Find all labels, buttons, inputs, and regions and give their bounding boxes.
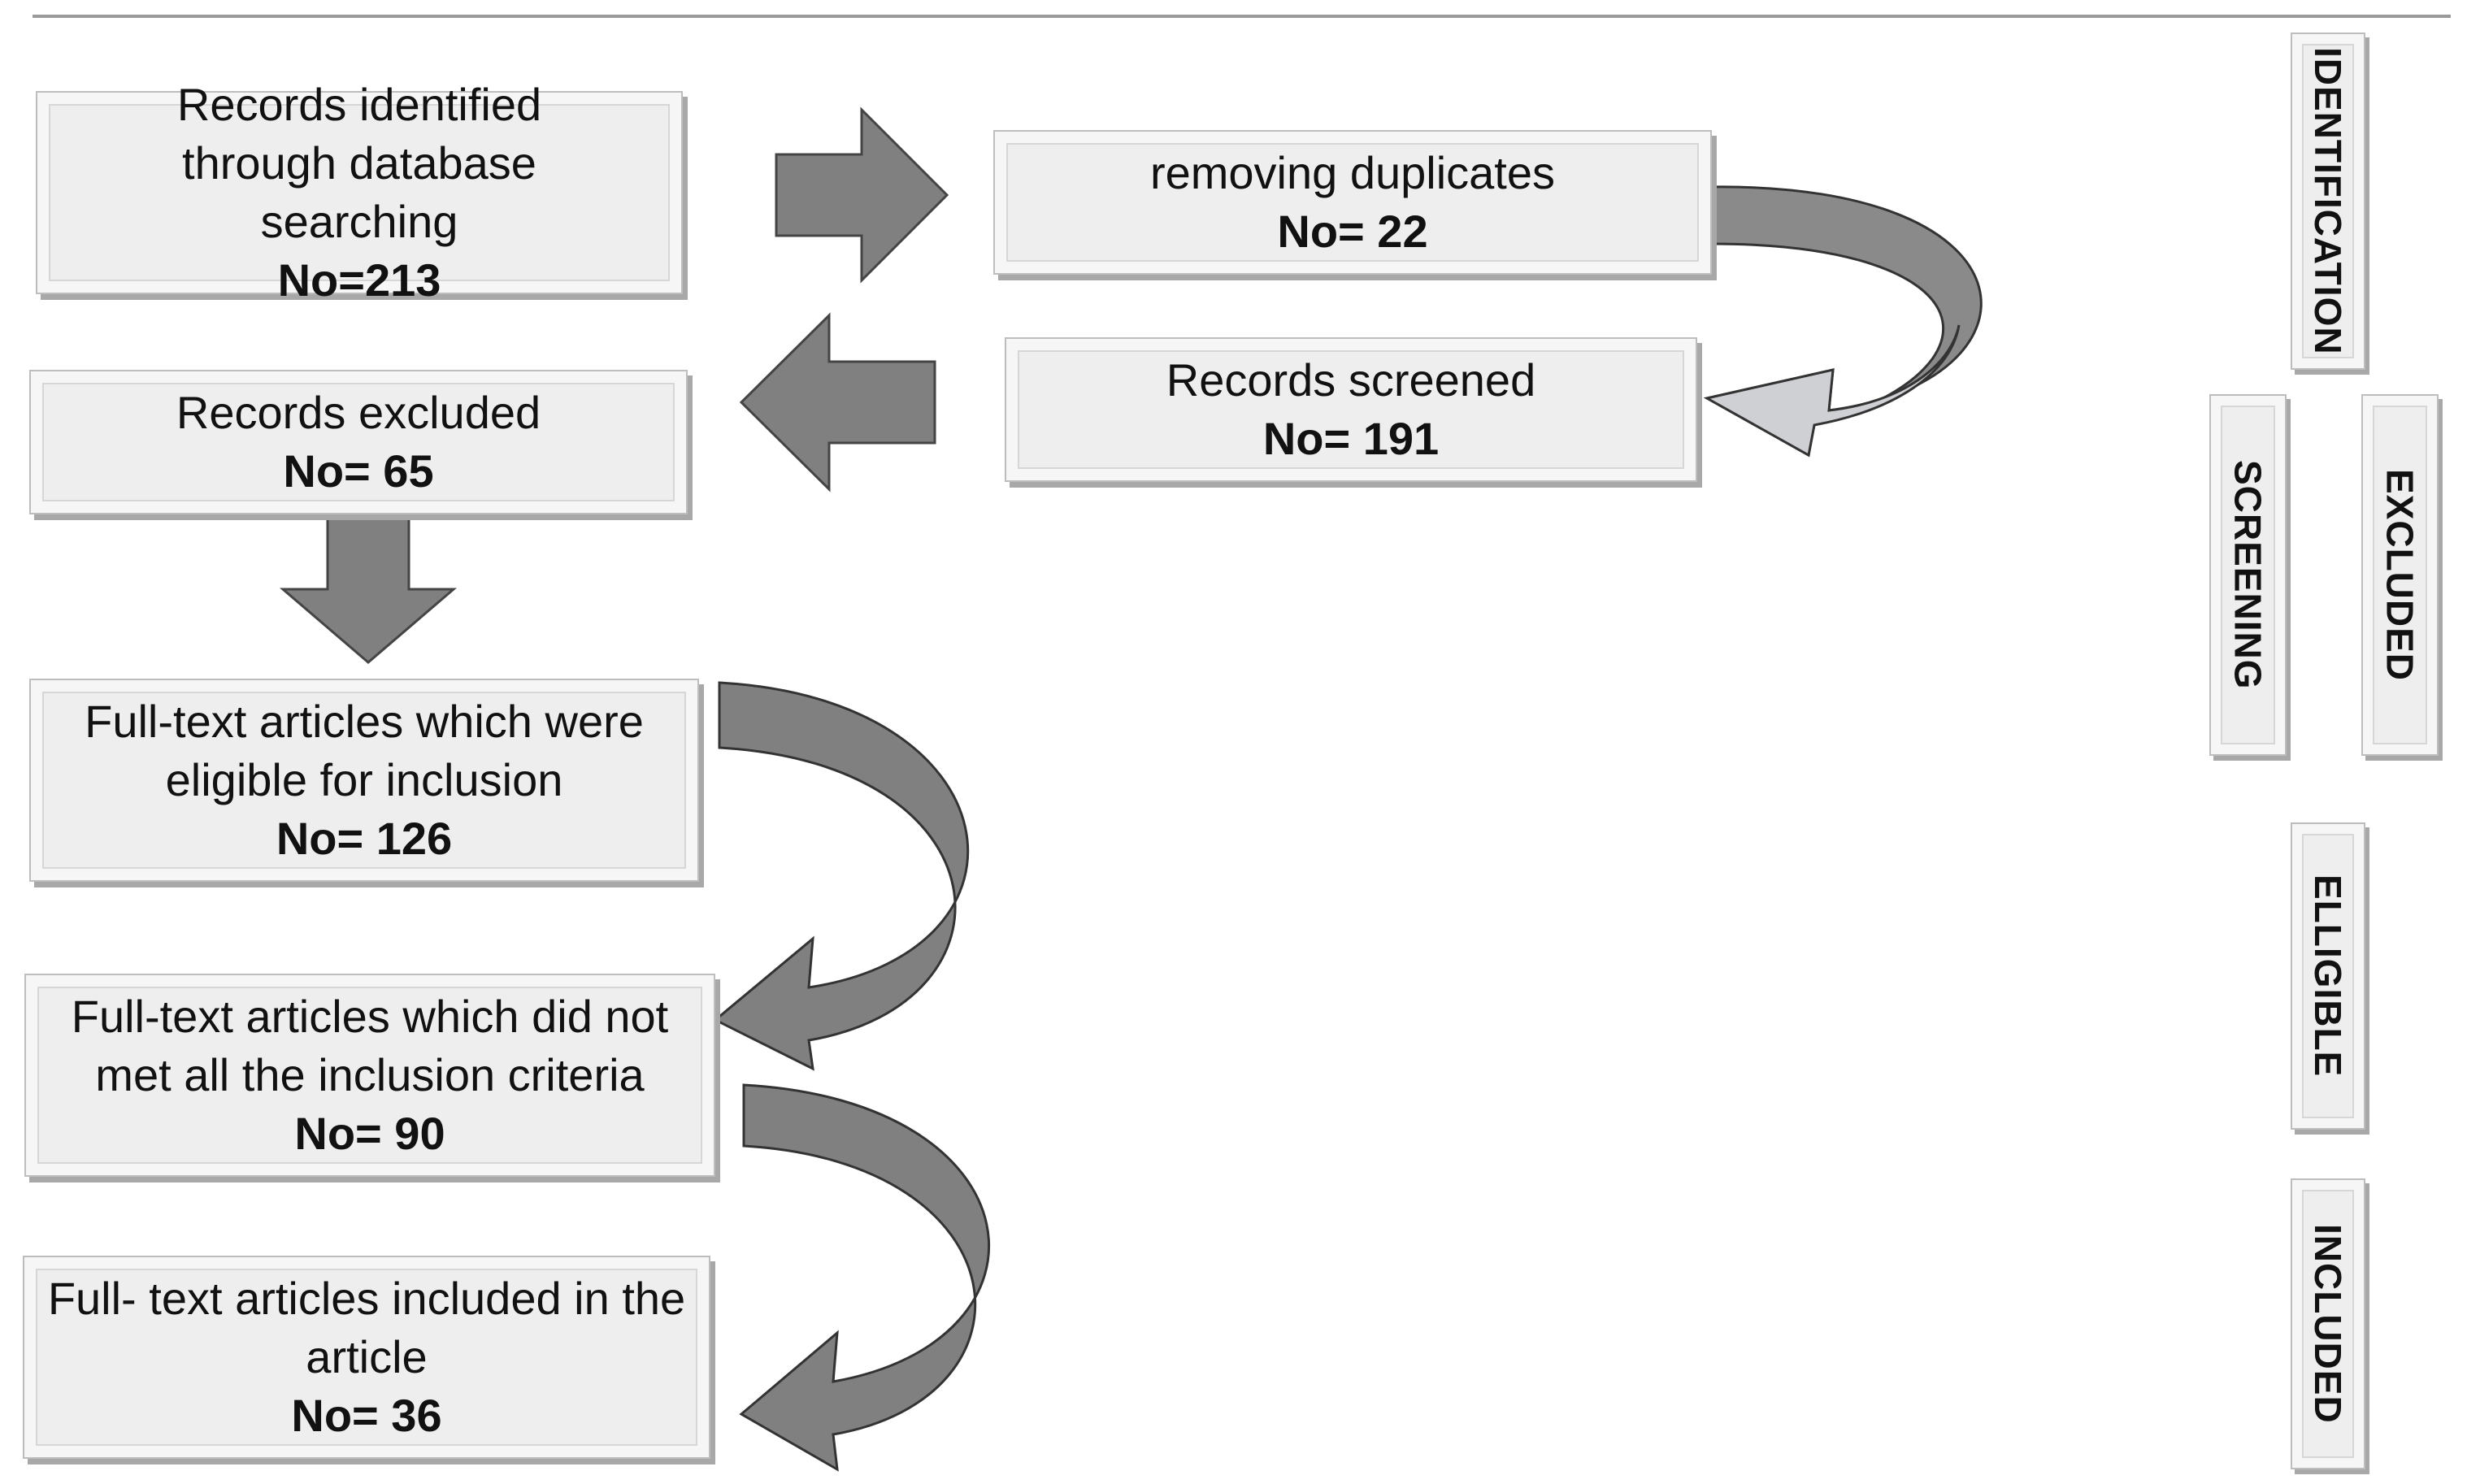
records-screened-label: Records screened <box>1166 354 1536 406</box>
stage-screening-label: SCREENING <box>2226 460 2269 690</box>
records-screened-count: No= 191 <box>1262 413 1440 464</box>
eligible-articles-label: Full-text articles which were eligible f… <box>85 696 644 805</box>
curved-arrow-eligible-icon <box>713 681 970 1071</box>
records-excluded-label: Records excluded <box>176 387 541 438</box>
included-articles-box: Full- text articles included in the arti… <box>23 1256 710 1459</box>
not-met-criteria-label: Full-text articles which did not met all… <box>71 991 669 1100</box>
stage-excluded-label: EXCLUDED <box>2378 468 2421 682</box>
down-arrow-icon <box>279 510 458 664</box>
records-identified-box: Records identified through database sear… <box>36 79 683 306</box>
curved-arrow-duplicates-icon <box>1703 185 1983 458</box>
curved-arrow-not-met-icon <box>739 1083 991 1472</box>
stage-identification: IDENTIFICATION <box>2291 33 2365 370</box>
eligible-articles-box: Full-text articles which were eligible f… <box>29 679 699 882</box>
stage-included-label: INCLUDED <box>2307 1224 2349 1424</box>
records-identified-count: No=213 <box>277 254 441 306</box>
right-arrow-icon <box>775 106 949 284</box>
stage-included: INCLUDED <box>2291 1178 2365 1469</box>
removing-duplicates-label: removing duplicates <box>1149 147 1556 198</box>
included-articles-count: No= 36 <box>291 1390 442 1441</box>
stage-eligible: ELLIGIBLE <box>2291 822 2365 1130</box>
stage-eligible-label: ELLIGIBLE <box>2307 874 2349 1078</box>
records-excluded-box: Records excluded No= 65 <box>29 370 688 514</box>
stage-screening: SCREENING <box>2209 394 2287 756</box>
not-met-criteria-box: Full-text articles which did not met all… <box>24 974 715 1177</box>
left-arrow-icon <box>739 312 936 492</box>
included-articles-label: Full- text articles included in the arti… <box>47 1273 686 1382</box>
eligible-articles-count: No= 126 <box>276 813 453 864</box>
removing-duplicates-count: No= 22 <box>1277 206 1428 257</box>
not-met-criteria-count: No= 90 <box>294 1108 445 1159</box>
stage-excluded: EXCLUDED <box>2361 394 2439 756</box>
stage-identification-label: IDENTIFICATION <box>2307 47 2349 355</box>
top-divider-line <box>33 15 2451 18</box>
records-excluded-count: No= 65 <box>283 445 434 497</box>
records-screened-box: Records screened No= 191 <box>1005 337 1697 482</box>
removing-duplicates-box: removing duplicates No= 22 <box>993 130 1712 275</box>
records-identified-label: Records identified through database sear… <box>176 79 542 247</box>
